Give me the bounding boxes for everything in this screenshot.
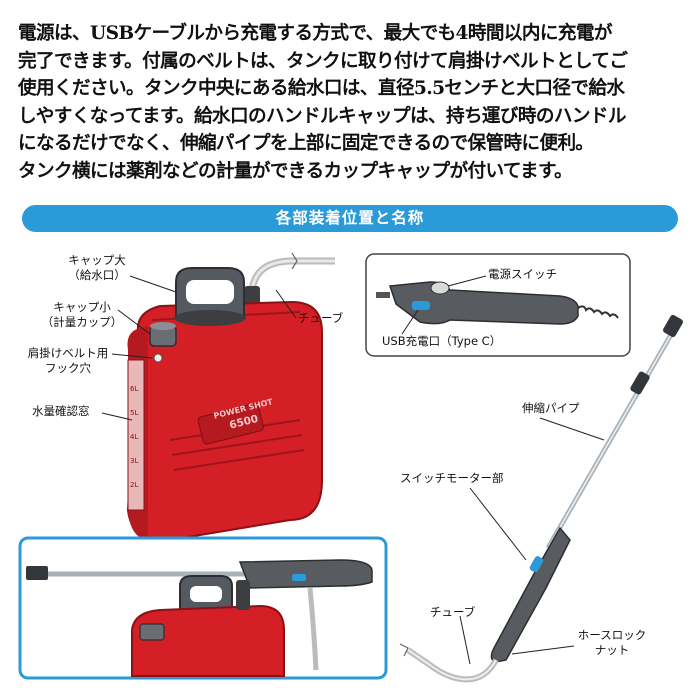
label-cap-large-line2: （給水口） [68,268,126,282]
label-cap-large: キャップ大 （給水口） [62,253,132,283]
tank-scale-3: 3L [130,457,139,465]
label-hook-line1: 肩掛けベルト用 [27,346,109,360]
intro-line: 電源は、USBケーブルから充電する方式で、最大でも4時間以内に充電が [18,23,612,44]
tank-leader-lines [101,275,297,421]
pipe-leader-lines [459,417,605,665]
label-cap-small-line2: （計量カップ） [41,315,123,329]
pipe-illustration [399,314,683,683]
intro-line: タンク横には薬剤などの計量ができるカップキャップが付いてます。 [18,160,573,182]
label-hook-hole: 肩掛けベルト用 フック穴 [22,346,114,376]
tank-illustration [126,252,335,542]
label-cap-large-line1: キャップ大 [68,253,126,267]
label-hose-lock-line1: ホースロック [577,628,647,642]
intro-line: しやすくなってます。給水口のハンドルキャップは、持ち運び時のハンドル [18,105,626,127]
label-usb-port: USB充電口（Type C） [382,334,502,348]
label-power-switch: 電源スイッチ [488,267,557,281]
tank-scale-6: 6L [130,385,139,393]
tank-scale-4: 4L [130,433,139,441]
intro-line: 完了できます。付属のベルトは、タンクに取り付けて肩掛けベルトとしてご [18,50,628,72]
label-cap-small-line1: キャップ小 [53,300,111,314]
label-tube-bottom: チューブ [430,605,476,619]
intro-line: 使用ください。タンク中央にある給水口は、直径5.5センチと大口径で給水 [18,78,625,100]
switch-inset-device [376,281,619,325]
section-banner: 各部装着位置と名称 [22,205,678,232]
intro-text: 電源は、USBケーブルから充電する方式で、最大でも4時間以内に充電が 完了できま… [18,20,688,186]
label-pipe: 伸縮パイプ [522,401,580,415]
label-hose-lock: ホースロック ナット [572,628,652,658]
tank-scale-2: 2L [130,481,139,489]
tank-scale-5: 5L [130,409,139,417]
label-switch-motor: スイッチモーター部 [400,471,504,485]
label-cap-small: キャップ小 （計量カップ） [36,300,128,330]
label-water-window: 水量確認窓 [32,404,90,418]
label-hook-line2: フック穴 [45,361,91,375]
label-tube-top: チューブ [298,311,344,325]
intro-line: になるだけでなく、伸縮パイプを上部に固定できるので保管時に便利。 [18,133,594,155]
storage-inset-illustration [26,559,373,677]
inset-leader-lines [401,275,487,335]
label-hose-lock-line2: ナット [594,643,630,657]
